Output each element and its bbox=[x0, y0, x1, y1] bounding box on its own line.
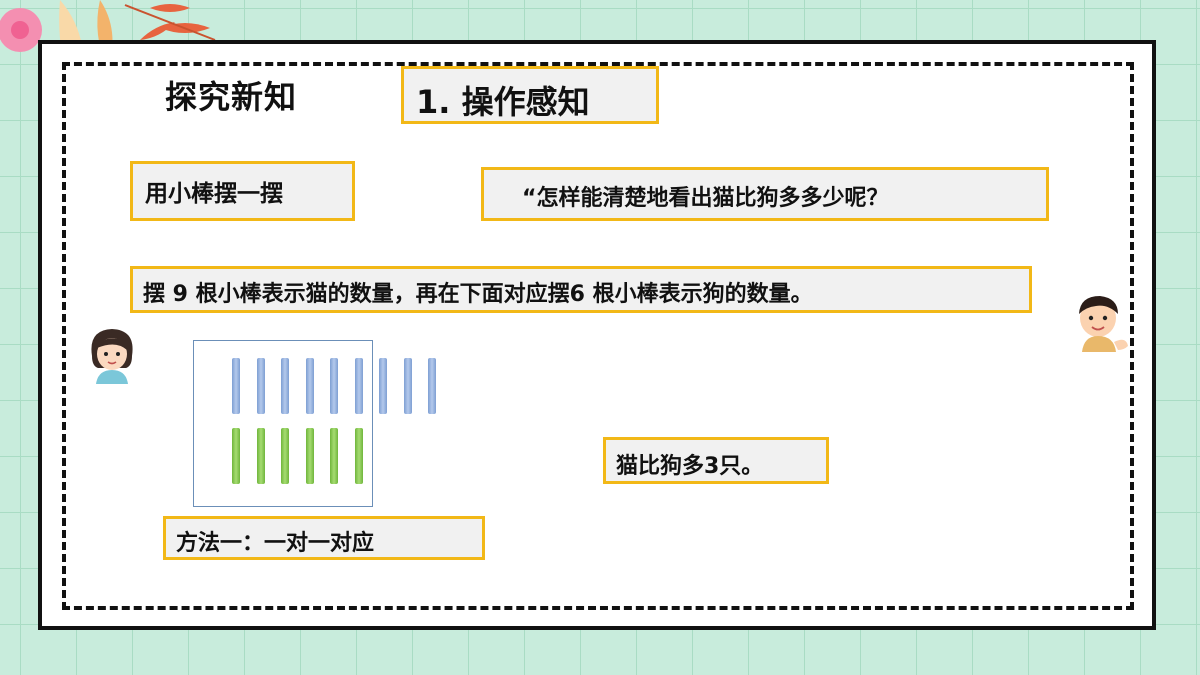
cat-stick bbox=[379, 358, 387, 414]
one-to-one-frame bbox=[193, 340, 373, 507]
sticks-area bbox=[193, 340, 453, 510]
task-label-box: 用小棒摆一摆 bbox=[130, 161, 355, 221]
cat-stick bbox=[256, 358, 265, 414]
lesson-title-box: 1. 操作感知 bbox=[401, 66, 659, 124]
method-box: 方法一：一对一对应 bbox=[163, 516, 485, 560]
section-title: 探究新知 bbox=[165, 78, 298, 116]
cat-stick bbox=[232, 358, 240, 414]
dog-stick bbox=[305, 428, 314, 484]
cat-stick bbox=[330, 358, 338, 414]
cat-stick bbox=[354, 358, 363, 414]
girl-avatar-icon bbox=[91, 329, 133, 384]
cat-stick bbox=[428, 358, 436, 414]
dog-stick bbox=[256, 428, 265, 484]
question-box: “怎样能清楚地看出猫比狗多多少呢？ bbox=[481, 167, 1049, 221]
cat-stick bbox=[403, 358, 412, 414]
cat-stick bbox=[281, 358, 289, 414]
dog-stick bbox=[354, 428, 363, 484]
dashed-border bbox=[62, 62, 1134, 610]
result-box: 猫比狗多3只。 bbox=[603, 437, 829, 484]
dog-stick bbox=[281, 428, 289, 484]
instruction-box: 摆 9 根小棒表示猫的数量，再在下面对应摆6 根小棒表示狗的数量。 bbox=[130, 266, 1032, 313]
boy-avatar-icon bbox=[1079, 296, 1128, 352]
dog-stick bbox=[330, 428, 338, 484]
cat-stick bbox=[305, 358, 314, 414]
dog-stick bbox=[232, 428, 240, 484]
